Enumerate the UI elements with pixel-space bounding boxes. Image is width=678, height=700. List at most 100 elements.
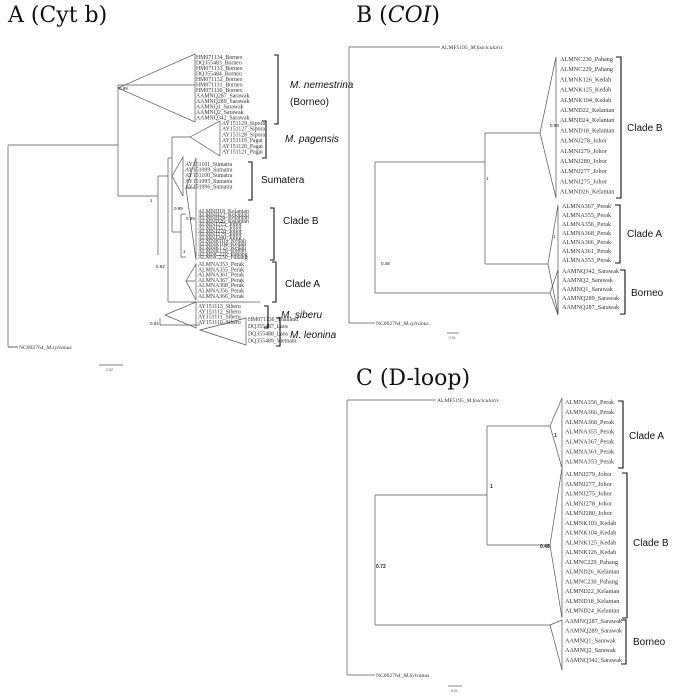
nemestrina-leaves: HM071134_BorneoDQ355483_BorneoHM071133_B… <box>196 55 250 122</box>
sumatera-leaves: AY151101_SumatraAY151099_SumatraAY151100… <box>185 162 233 190</box>
panel-b-borneo-leaves: AAMNQ342_SarawakAAMNQ2_SarawakAAMNQ1_Sar… <box>562 268 620 311</box>
panel-a-scale-label: 0.02 <box>106 368 113 372</box>
leaf-label: ALMNK126_Kedah <box>560 76 612 83</box>
leaf-label: ALMNK125_Kedah <box>560 87 612 94</box>
panel-a-cladeb-label: Clade B <box>283 216 319 227</box>
leaf-label: AAMNQ289_Sarawak <box>196 99 250 105</box>
leaf-label: HM071130_Borneo <box>196 88 243 94</box>
panel-c-borneo-label: Borneo <box>633 637 666 648</box>
panel-c-borneo-triangle <box>549 619 563 671</box>
pagensis-label: M. pagensis <box>285 134 339 145</box>
leaf-label: ALMNA366_Perak <box>565 409 615 416</box>
panel-b-borneo-label: Borneo <box>631 288 664 299</box>
leaf-label: ALMNK125_Kedah <box>565 539 617 546</box>
leaf-label: ALMNK103_Kedah <box>565 520 617 527</box>
leaf-label: AAMNQ287_Sarawak <box>562 304 620 311</box>
boot-b-048: 0.48 <box>381 261 390 266</box>
leaf-label: AY151129_Sipora <box>222 121 265 127</box>
siberu-label: M. siberu <box>281 310 323 321</box>
panel-c-cladeb-triangle <box>549 467 563 619</box>
leaf-label: ALMNA356_Perak <box>198 289 244 295</box>
boot-b-1: 1 <box>486 176 489 181</box>
leaf-label: ALMNA368_Perak <box>565 419 615 426</box>
leaf-label: DQ355484_Borneo <box>196 72 242 78</box>
panel-b-fascicularis-label: ALMF5195_M.fascicularis <box>441 44 503 51</box>
borneo-sublabel: (Borneo) <box>290 97 329 108</box>
leaf-label: ALMNC229_Pahang <box>565 559 618 566</box>
leaf-label: ALMNJ280_Johor <box>560 158 607 165</box>
leaf-label: ALMNJ275_Johor <box>565 491 612 498</box>
panel-b-borneo-bracket <box>620 269 626 315</box>
leaf-label: AY151100_Sumatra <box>185 173 233 179</box>
leaf-label: AAMNQ2_Sarawak <box>565 647 617 654</box>
panel-a-cytb: A (Cyt b) HM071134_BorneoDQ355483_Borneo… <box>7 3 354 372</box>
leaf-label: ALMNA361_Perak <box>198 273 244 279</box>
leaf-label: ALMNC230_Pahang <box>198 255 248 261</box>
leaf-label: ALMNA361_Perak <box>562 248 612 255</box>
pagensis-triangle <box>189 120 221 157</box>
leaf-label: ALMNC229_Pahang <box>198 252 248 258</box>
pagensis-bracket <box>262 120 267 159</box>
leaf-label: ALMNJ277_Johor <box>198 226 242 232</box>
leaf-label: ALMND22_Kelantan <box>565 588 619 595</box>
sumatera-triangle <box>171 155 184 197</box>
leaf-label: AAMNQ2_Sarawak <box>196 110 244 116</box>
cladeb-triangle <box>185 157 197 261</box>
leaf-label: ALMNA355_Perak <box>565 429 615 436</box>
boot-a-092: 0.92 <box>156 264 165 269</box>
leaf-label: HM071136_Thailand <box>248 317 298 323</box>
leaf-label: ALMNA353_Perak <box>562 257 612 264</box>
sumatera-bracket <box>248 161 253 201</box>
leaf-label: AY151095_Sumatra <box>185 179 233 185</box>
panel-a-cladea-leaves: ALMNA353_PerakALMNA355_PerakALMNA361_Per… <box>198 262 244 300</box>
boot-a-099: 0.99 <box>174 206 183 211</box>
panel-b-cladeb-leaves: ALMNC230_PahangALMNC229_PahangALMNK126_K… <box>560 56 614 196</box>
panel-c-cladeb-leaves: ALMNJ279_JohorALMNJ277_JohorALMNJ275_Joh… <box>565 471 619 615</box>
panel-c-cladea-label: Clade A <box>629 431 664 442</box>
leaf-label: ALMNJ277_Johor <box>560 168 607 175</box>
leaf-label: ALMNA366_Perak <box>562 239 612 246</box>
boot-a-1: 1 <box>183 249 186 254</box>
boot-a-084: 0.84 <box>150 321 159 326</box>
leaf-label: AAMNQ289_Sarawak <box>562 295 620 302</box>
leaf-label: ALMNA353_Perak <box>565 458 615 465</box>
leaf-label: ALMND22_Kelantan <box>560 107 614 114</box>
panel-b-cladeb-label: Clade B <box>627 123 663 134</box>
panel-a-outgroup-label: NC002764_M.sylvanus <box>19 345 72 351</box>
nemestrina-label: M. nemestrina <box>290 80 354 91</box>
leaf-label: AY151120_Pagai <box>222 144 263 150</box>
panel-a-branches <box>7 84 260 348</box>
panel-a-cladea-bracket <box>272 261 277 303</box>
leaf-label: ALMNJ278_Johor <box>565 500 612 507</box>
panel-b-coi: B (COI) ALMF5195_M.fascicularis ALMNC230… <box>348 3 664 340</box>
leaf-label: ALMNK104_Kedah <box>560 97 612 104</box>
leaf-label: ALMND18_Kelantan <box>560 127 614 134</box>
panel-b-title: B (COI) <box>356 3 440 28</box>
leaf-label: HM071131_Borneo <box>196 83 243 89</box>
leaf-label: ALMNC230_Pahang <box>565 578 618 585</box>
leaf-label: DQ355488_Laos <box>248 331 289 337</box>
leaf-label: ALMNA355_Perak <box>562 212 612 219</box>
panel-c-borneo-leaves: AAMNQ287_SarawakAAMNQ289_SarawakAAMNQ1_S… <box>565 618 623 664</box>
leonina-triangle <box>198 317 247 346</box>
leaf-label: ALMNA356_Perak <box>562 221 612 228</box>
leaf-label: HM071133_Borneo <box>196 66 243 72</box>
leaf-label: ALMNJ279_Johor <box>198 232 242 238</box>
leonina-stem <box>159 318 200 326</box>
leaf-label: AAMNQ287_Sarawak <box>565 618 623 625</box>
leaf-label: ALMND18_Kelantan <box>565 598 619 605</box>
nemestrina-bracket <box>274 54 279 125</box>
leaf-label: AY151113_Siberu <box>198 304 241 310</box>
panel-b-outgroup-label: NC002764_M.sylvanus <box>376 321 429 327</box>
leaf-label: DQ355489_Vietnam <box>248 339 297 345</box>
panel-b-branches <box>348 46 550 324</box>
panel-b-cladea-triangle <box>547 204 559 315</box>
leaf-label: ALMNJ278_Johor <box>560 138 607 145</box>
leaf-label: AY151110_Siberu <box>198 320 241 326</box>
leaf-label: AY151127_Sipora <box>222 127 265 133</box>
leaf-label: AAMNQ1_Sarawak <box>562 286 614 293</box>
leaf-label: DQ355483_Borneo <box>196 61 242 67</box>
leaf-label: AAMNQ342_Sarawak <box>565 657 623 664</box>
